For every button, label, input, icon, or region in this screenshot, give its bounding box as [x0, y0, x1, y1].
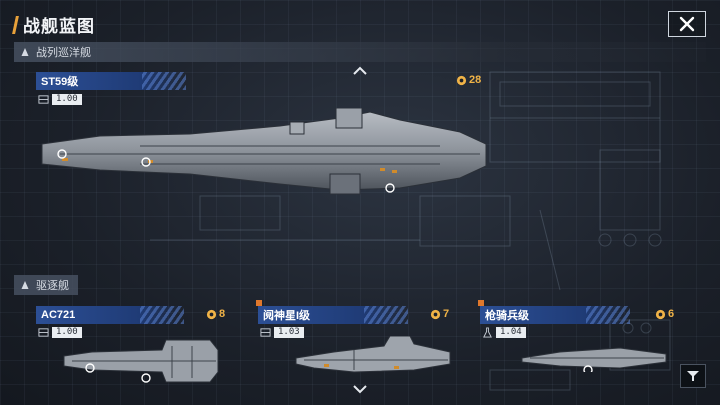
cost-value: 28: [469, 74, 482, 86]
gear-cost-icon: [206, 309, 217, 319]
flask-icon: [483, 327, 492, 338]
section-header-destroyer: 驱逐舰: [14, 275, 78, 295]
ratio-value: 1.00: [52, 94, 82, 105]
blueprint-ratio-badge: 1.04: [482, 327, 526, 338]
gear-cost-icon: [430, 309, 441, 319]
tag-hatch: [140, 306, 184, 324]
ratio-value: 1.03: [274, 327, 304, 338]
section-label-destroyer: 驱逐舰: [36, 280, 69, 292]
ratio-value: 1.04: [496, 327, 526, 338]
scroll-up-chevron-icon[interactable]: [352, 66, 368, 76]
page-header: 战舰蓝图: [12, 12, 95, 37]
ship-eris-image[interactable]: [294, 336, 454, 376]
blueprint-icon: [38, 328, 49, 337]
ship-name: 枪骑兵级: [485, 310, 529, 322]
blueprint-ratio-badge: 1.03: [260, 327, 304, 338]
tag-hatch: [586, 306, 630, 324]
blueprint-ratio-badge: 1.00: [38, 94, 82, 105]
cost-value: 7: [443, 308, 450, 320]
ship-name: 阋神星I级: [263, 310, 311, 322]
cost-value: 6: [668, 308, 675, 320]
new-marker: [256, 300, 262, 306]
ship-name-tag: AC721: [36, 306, 184, 324]
ship-name-tag: 枪骑兵级: [480, 306, 630, 324]
cost-value: 8: [219, 308, 226, 320]
blueprint-icon: [260, 328, 271, 337]
ship-cost: 8: [206, 308, 225, 320]
blueprint-ratio-badge: 1.00: [38, 327, 82, 338]
close-button[interactable]: [668, 11, 706, 37]
ship-name: AC721: [41, 309, 76, 321]
new-marker: [478, 300, 484, 306]
ship-ac721-image[interactable]: [62, 338, 222, 384]
page-title: 战舰蓝图: [23, 17, 95, 36]
ship-up-icon: [21, 281, 29, 289]
ship-cost: 7: [430, 308, 449, 320]
ship-name-tag: ST59级: [36, 72, 186, 90]
ship-cost: 6: [655, 308, 674, 320]
ship-up-icon: [21, 48, 29, 56]
gear-cost-icon: [655, 309, 666, 319]
ship-lancer-image[interactable]: [520, 342, 670, 372]
ship-name: ST59级: [41, 76, 79, 88]
ship-name-tag: 阋神星I级: [258, 306, 408, 324]
filter-icon: [687, 371, 699, 381]
tag-hatch: [364, 306, 408, 324]
section-header-battlecruiser: 战列巡洋舰: [14, 42, 706, 62]
title-accent-bar: [12, 15, 19, 34]
close-icon: [679, 16, 695, 32]
ratio-value: 1.00: [52, 327, 82, 338]
blueprint-icon: [38, 95, 49, 104]
tag-hatch: [142, 72, 186, 90]
ship-cost: 28: [456, 74, 481, 86]
gear-cost-icon: [456, 75, 467, 85]
section-label-battlecruiser: 战列巡洋舰: [36, 47, 91, 59]
scroll-down-chevron-icon[interactable]: [352, 384, 368, 394]
filter-button[interactable]: [680, 364, 706, 388]
ship-st59-image[interactable]: [40, 108, 490, 204]
